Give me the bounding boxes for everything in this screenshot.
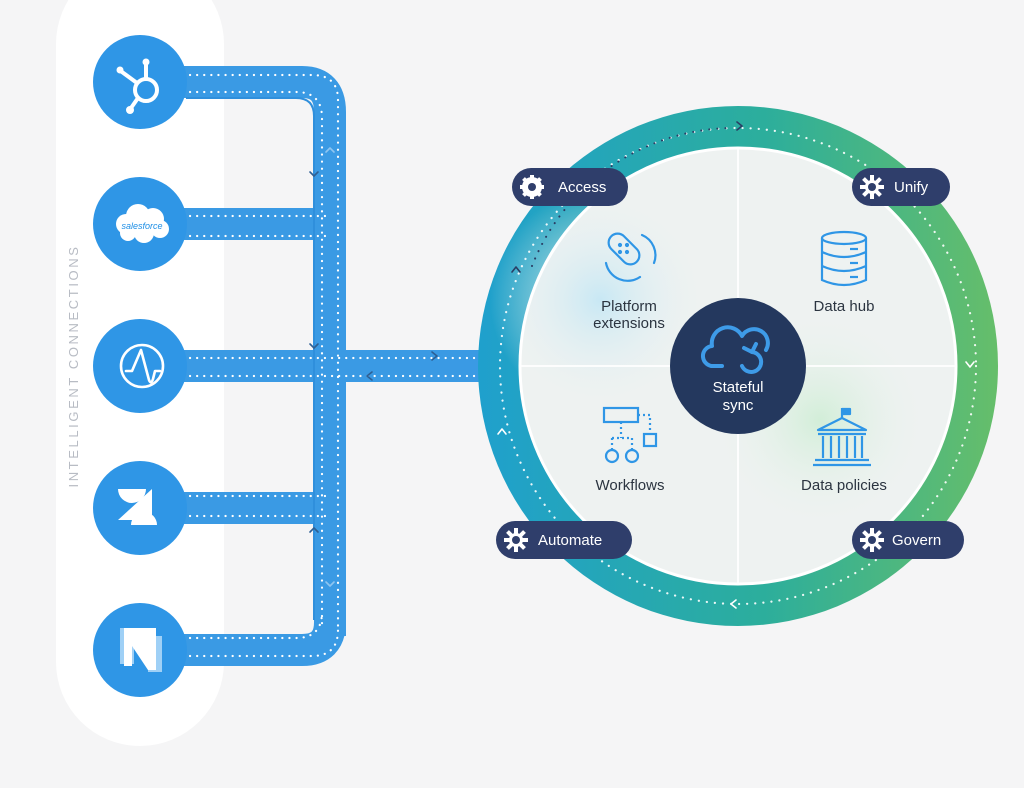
pill-access[interactable]: Access <box>512 168 628 206</box>
center-label-line2: sync <box>723 397 754 414</box>
pill-automate-label: Automate <box>538 532 602 549</box>
government-building-icon <box>813 407 871 467</box>
quadrant-workflows: Workflows <box>596 406 665 494</box>
data-hub-label: Data hub <box>814 298 875 315</box>
quadrant-platform-extensions: Platform extensions <box>593 232 665 332</box>
gear-icon <box>504 528 528 552</box>
cloud-sync-icon <box>701 325 770 374</box>
bandage-refresh-icon <box>604 232 657 282</box>
pipe-flow-dots <box>188 73 482 658</box>
quadrant-data-policies: Data policies <box>801 407 887 494</box>
amplitude-icon <box>119 343 165 389</box>
workflow-icon <box>602 406 658 464</box>
connector-zendesk[interactable] <box>93 461 187 555</box>
connector-netsuite[interactable] <box>93 603 187 697</box>
pipe-shading <box>186 97 315 620</box>
gear-icon <box>520 175 544 199</box>
pill-govern-label: Govern <box>892 532 941 549</box>
gear-icon <box>860 528 884 552</box>
pill-access-label: Access <box>558 179 606 196</box>
pill-automate[interactable]: Automate <box>496 521 632 559</box>
quadrant-data-hub: Data hub <box>814 230 875 315</box>
data-policies-label: Data policies <box>801 477 887 494</box>
pill-govern[interactable]: Govern <box>852 521 964 559</box>
pipe-arrows <box>309 171 438 533</box>
hubspot-icon <box>116 58 159 114</box>
netsuite-icon <box>120 628 162 672</box>
gear-icon <box>860 175 884 199</box>
platform-extensions-line2: extensions <box>593 315 665 332</box>
connector-amplitude[interactable] <box>93 319 187 413</box>
pill-unify-label: Unify <box>894 179 929 196</box>
connector-salesforce[interactable]: salesforce <box>93 177 187 271</box>
glow-left <box>490 190 710 410</box>
pill-unify[interactable]: Unify <box>852 168 950 206</box>
intelligent-connections-label: INTELLIGENT CONNECTIONS <box>66 244 81 487</box>
ring-dotted-accent <box>531 127 729 267</box>
stateful-sync-hub: Stateful sync <box>670 298 806 434</box>
center-label-line1: Stateful <box>713 379 764 396</box>
ring-arrows <box>497 121 975 609</box>
zendesk-icon <box>118 489 157 525</box>
connector-hubspot[interactable] <box>93 35 187 129</box>
salesforce-logo-text: salesforce <box>121 221 162 231</box>
salesforce-icon: salesforce <box>116 204 169 243</box>
workflows-label: Workflows <box>596 477 665 494</box>
platform-extensions-line1: Platform <box>601 298 657 315</box>
database-icon <box>820 230 868 287</box>
ring-dotted-track <box>498 126 978 606</box>
